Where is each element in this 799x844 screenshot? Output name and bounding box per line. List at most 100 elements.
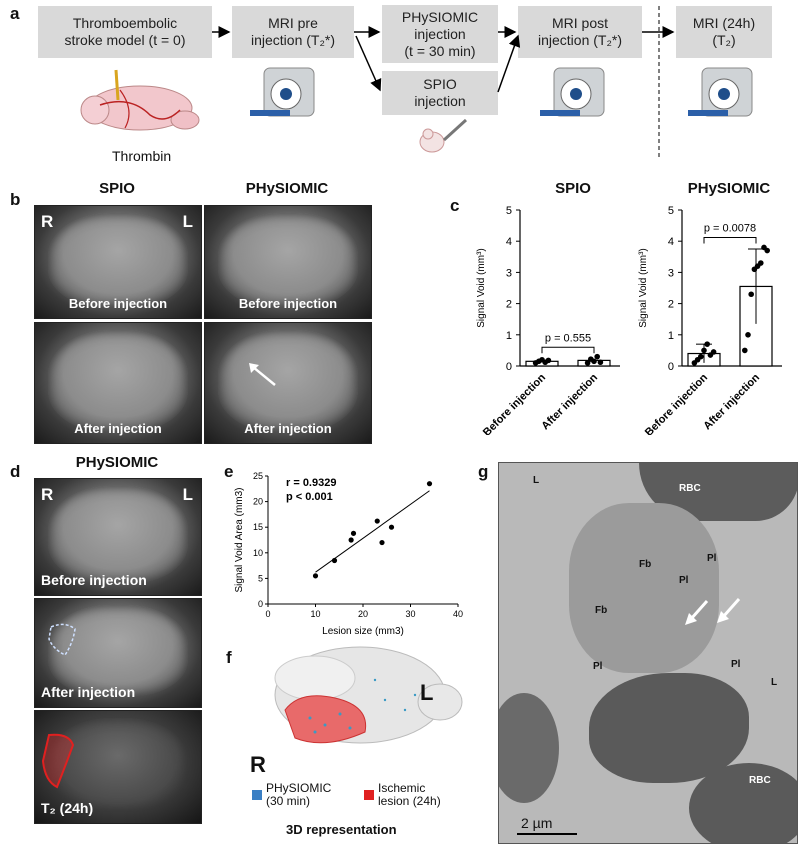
mri-scanner-icon bbox=[688, 67, 753, 117]
panel-g-letter: g bbox=[478, 462, 489, 481]
data-point bbox=[704, 341, 710, 347]
chart-physiomic-title: PHySIOMIC bbox=[687, 180, 771, 197]
rat-brain-illustration bbox=[80, 69, 200, 131]
em-label: RBC bbox=[679, 483, 701, 494]
box-text: injection bbox=[414, 93, 466, 109]
cell-mass bbox=[569, 503, 719, 673]
flow-arrows bbox=[80, 6, 753, 160]
y-tick-label: 2 bbox=[506, 299, 512, 311]
box-text: (T₂) bbox=[712, 32, 736, 48]
x-tick-label: Before injection bbox=[481, 371, 548, 435]
brain-slice bbox=[48, 212, 188, 307]
mri-physiomic-before: Before injection bbox=[204, 205, 372, 319]
box-text: stroke model (t = 0) bbox=[64, 32, 186, 48]
x-tick-label: 0 bbox=[265, 609, 270, 619]
data-point bbox=[584, 360, 591, 366]
brain-slice bbox=[218, 330, 358, 431]
y-tick-label: 20 bbox=[253, 497, 263, 507]
data-point bbox=[764, 247, 770, 254]
box-text: injection (T₂*) bbox=[537, 32, 622, 48]
legend-lesion: Ischemic lesion (24h) bbox=[378, 782, 441, 808]
box-text: MRI post bbox=[551, 15, 608, 31]
arrow-icon bbox=[249, 363, 276, 386]
x-tick-label: After injection bbox=[539, 371, 600, 432]
data-point bbox=[331, 557, 338, 564]
em-label: Pl bbox=[593, 661, 603, 672]
x-tick-label: 40 bbox=[453, 609, 463, 619]
x-axis-label: Lesion size (mm3) bbox=[322, 626, 404, 637]
em-label: Pl bbox=[707, 553, 717, 564]
y-tick-label: 3 bbox=[506, 267, 512, 279]
em-label: Fb bbox=[639, 559, 652, 570]
em-label: Pl bbox=[731, 659, 741, 670]
y-tick-label: 5 bbox=[258, 573, 263, 583]
significance-bracket bbox=[703, 236, 757, 244]
electron-micrograph: RBC L Fb Pl Pl Fb Pl Pl L RBC 2 µm bbox=[498, 462, 798, 844]
panel-e-letter: e bbox=[224, 462, 234, 481]
data-point bbox=[348, 537, 354, 543]
y-tick-label: 5 bbox=[506, 205, 512, 217]
x-tick-label: 30 bbox=[405, 609, 415, 619]
panel-d-letter: d bbox=[10, 462, 21, 481]
r-label: R bbox=[41, 485, 54, 504]
legend-physiomic: PHySIOMIC (30 min) bbox=[266, 782, 331, 808]
panel-d-title: PHySIOMIC bbox=[75, 454, 159, 471]
y-axis-label: Signal Void Area (mm3) bbox=[234, 487, 245, 592]
box-text: injection (T₂*) bbox=[250, 32, 335, 48]
before-injection-label: Before injection bbox=[68, 296, 168, 311]
legend-swatch-lesion bbox=[364, 790, 374, 800]
x-tick-label: 10 bbox=[310, 609, 320, 619]
data-point bbox=[698, 353, 704, 360]
data-point bbox=[710, 349, 717, 355]
panel-b-letter: b bbox=[10, 190, 21, 209]
y-tick-label: 4 bbox=[506, 236, 512, 248]
panel-c-letter: c bbox=[450, 196, 460, 215]
data-point bbox=[312, 573, 319, 579]
lesion-outline bbox=[41, 733, 75, 789]
mri-d-before: R L Before injection bbox=[34, 478, 202, 596]
box-text: MRI (24h) bbox=[692, 15, 756, 31]
y-tick-label: 10 bbox=[253, 548, 263, 558]
y-axis-label: Signal Void (mm³) bbox=[638, 248, 649, 327]
data-point bbox=[594, 353, 600, 360]
data-point bbox=[758, 260, 764, 266]
f-caption: 3D representation bbox=[286, 822, 397, 837]
x-tick-label: After injection bbox=[701, 371, 762, 432]
arrow bbox=[355, 35, 382, 92]
before-injection-label: Before injection bbox=[238, 296, 338, 311]
data-point bbox=[388, 524, 395, 530]
legend-text: PHySIOMIC bbox=[266, 781, 332, 795]
x-tick-label: Before injection bbox=[643, 371, 710, 435]
brain-3d-render bbox=[274, 646, 463, 744]
l-label: L bbox=[182, 212, 193, 231]
box-text: Thromboembolic bbox=[72, 15, 178, 31]
panel-f-letter: f bbox=[226, 648, 232, 667]
mouse-syringe-icon bbox=[419, 118, 468, 153]
box-text: injection bbox=[414, 25, 466, 42]
em-label: Pl bbox=[679, 575, 689, 586]
data-point bbox=[701, 347, 707, 354]
y-tick-label: 4 bbox=[668, 236, 674, 248]
mri-spio-before: R L Before injection bbox=[34, 205, 202, 319]
data-point bbox=[374, 518, 380, 524]
box-text: SPIO bbox=[423, 76, 457, 92]
significance-bracket bbox=[541, 346, 595, 354]
data-point bbox=[426, 481, 433, 487]
roi-outline bbox=[48, 623, 76, 656]
data-point bbox=[748, 291, 754, 298]
y-tick-label: 0 bbox=[668, 361, 674, 373]
data-point bbox=[350, 530, 357, 536]
y-tick-label: 0 bbox=[506, 361, 512, 373]
y-tick-label: 25 bbox=[253, 471, 263, 481]
scale-bar-label: 2 µm bbox=[521, 815, 553, 831]
y-axis-label: Signal Void (mm³) bbox=[476, 248, 487, 327]
em-label: RBC bbox=[749, 775, 771, 786]
mri-physiomic-after: After injection bbox=[204, 322, 372, 444]
data-point bbox=[545, 357, 552, 364]
arrows-icon bbox=[685, 598, 741, 625]
